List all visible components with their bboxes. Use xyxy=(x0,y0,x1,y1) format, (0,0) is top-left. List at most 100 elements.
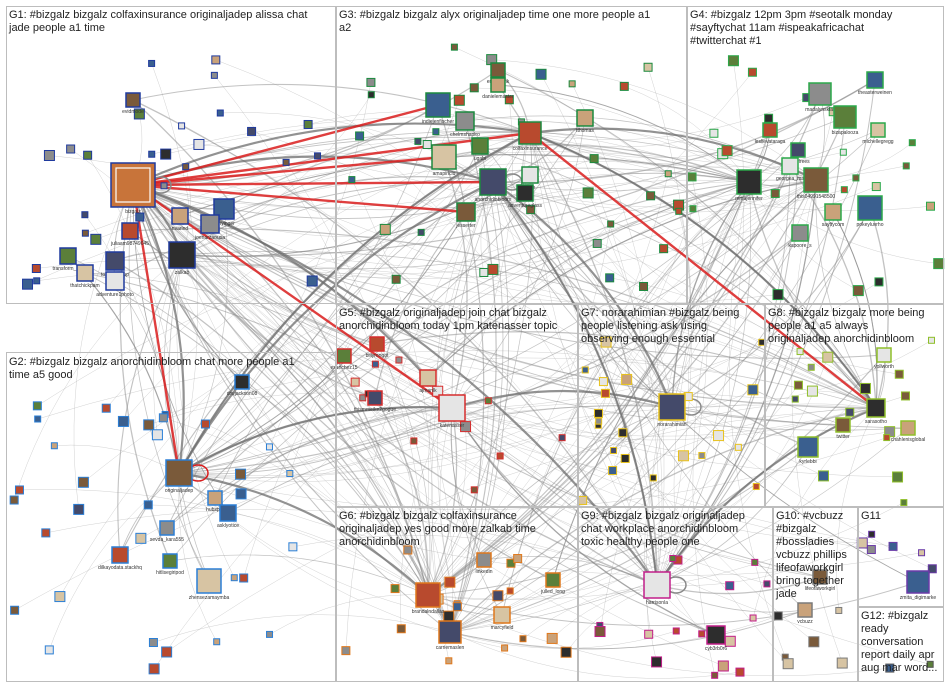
graph-node[interactable] xyxy=(734,443,742,451)
graph-node[interactable] xyxy=(9,495,19,505)
graph-node-hitlisegiripod[interactable]: hitlisegiripod xyxy=(156,553,184,576)
graph-node[interactable] xyxy=(143,419,155,431)
graph-node[interactable] xyxy=(200,419,210,429)
graph-node[interactable] xyxy=(782,658,794,670)
graph-node[interactable] xyxy=(817,470,829,482)
graph-node[interactable] xyxy=(422,140,432,150)
graph-node-katenasser[interactable]: katenasser xyxy=(438,394,466,429)
graph-node[interactable] xyxy=(101,403,111,413)
graph-node[interactable] xyxy=(43,149,55,161)
graph-node[interactable] xyxy=(677,450,689,462)
graph-node[interactable] xyxy=(927,336,935,344)
graph-node[interactable] xyxy=(926,660,934,668)
graph-node[interactable] xyxy=(432,128,440,136)
graph-node[interactable] xyxy=(148,638,158,648)
graph-node-twitter[interactable]: twitter xyxy=(835,417,851,440)
graph-node[interactable] xyxy=(727,55,739,67)
graph-node-mmajennifer[interactable]: mmajennifer xyxy=(735,169,763,202)
graph-node[interactable] xyxy=(371,360,379,368)
graph-node[interactable] xyxy=(607,220,615,228)
graph-node[interactable] xyxy=(868,530,876,538)
graph-node[interactable] xyxy=(892,471,904,483)
graph-node[interactable] xyxy=(452,602,462,612)
graph-node[interactable] xyxy=(379,223,391,235)
graph-node[interactable] xyxy=(764,113,774,123)
graph-node[interactable] xyxy=(453,94,465,106)
graph-node-bizgalz[interactable]: bizgalz xyxy=(110,162,156,215)
graph-node-thismmeike2gogue[interactable]: thismmeike2gogue xyxy=(354,390,396,413)
graph-node-evidmode[interactable]: evidmode xyxy=(122,92,144,115)
graph-node[interactable] xyxy=(417,228,425,236)
graph-node[interactable] xyxy=(822,351,834,363)
graph-node-cyb3rb0r6[interactable]: cyb3rb0r6 xyxy=(705,625,727,652)
graph-node[interactable] xyxy=(10,605,20,615)
graph-node[interactable] xyxy=(595,417,603,425)
graph-node[interactable] xyxy=(619,81,629,91)
graph-node-asklyotice[interactable]: asklyotice xyxy=(217,504,239,529)
graph-node[interactable] xyxy=(303,119,313,129)
graph-node[interactable] xyxy=(808,636,820,648)
graph-node-indiejenfischer[interactable]: indiejenfischer xyxy=(422,92,454,125)
graph-node[interactable] xyxy=(348,176,356,184)
graph-node-hubspot[interactable]: hubspot xyxy=(206,490,225,513)
graph-node[interactable] xyxy=(247,126,257,136)
graph-node[interactable] xyxy=(230,574,238,582)
graph-node[interactable] xyxy=(77,476,89,488)
graph-node[interactable] xyxy=(506,558,516,568)
graph-node-chahlenisglobal[interactable]: chahlenisglobal xyxy=(891,420,925,443)
graph-node[interactable] xyxy=(888,541,898,551)
graph-node[interactable] xyxy=(73,503,85,515)
graph-node-chelmshapiro[interactable]: chelmshapiro xyxy=(450,111,480,138)
graph-node[interactable] xyxy=(871,182,881,192)
graph-node-zanyinger[interactable]: zanyinger xyxy=(213,198,235,227)
graph-node-transform_gra[interactable]: transform_gra xyxy=(52,247,84,272)
graph-node[interactable] xyxy=(608,466,618,476)
graph-node[interactable] xyxy=(836,657,848,669)
graph-node[interactable] xyxy=(883,434,891,442)
graph-node[interactable] xyxy=(160,148,172,160)
graph-node[interactable] xyxy=(31,264,41,274)
graph-node[interactable] xyxy=(66,144,76,154)
graph-node[interactable] xyxy=(479,267,489,277)
graph-node[interactable] xyxy=(581,366,589,374)
graph-node[interactable] xyxy=(14,485,24,495)
graph-node[interactable] xyxy=(216,109,224,117)
graph-node[interactable] xyxy=(410,437,418,445)
graph-node[interactable] xyxy=(359,394,367,402)
graph-node[interactable] xyxy=(927,564,937,574)
graph-node[interactable] xyxy=(445,657,453,665)
graph-node[interactable] xyxy=(610,447,618,455)
graph-node[interactable] xyxy=(558,434,566,442)
graph-node-bizapalooza[interactable]: bizapalooza xyxy=(832,105,859,136)
graph-node[interactable] xyxy=(148,663,160,675)
graph-node[interactable] xyxy=(709,128,719,138)
graph-node[interactable] xyxy=(306,275,318,287)
graph-node[interactable] xyxy=(866,545,876,555)
graph-node[interactable] xyxy=(689,205,697,213)
graph-node[interactable] xyxy=(806,385,818,397)
graph-node[interactable] xyxy=(546,632,558,644)
graph-node[interactable] xyxy=(90,233,102,245)
graph-node[interactable] xyxy=(265,443,273,451)
graph-node[interactable] xyxy=(469,83,479,93)
graph-node-lifeofaworkgirl[interactable]: lifeofaworkgirl xyxy=(805,569,836,592)
graph-node-brandalndallas[interactable]: brandalndallas xyxy=(412,582,445,615)
graph-node[interactable] xyxy=(675,207,683,215)
graph-node-this04991548500[interactable]: this04991548500 xyxy=(797,167,836,200)
graph-node[interactable] xyxy=(900,499,908,507)
graph-node[interactable] xyxy=(725,581,735,591)
graph-node[interactable] xyxy=(34,415,42,423)
graph-node[interactable] xyxy=(32,401,42,411)
graph-node[interactable] xyxy=(852,285,864,297)
graph-node[interactable] xyxy=(239,573,249,583)
graph-node[interactable] xyxy=(796,348,804,356)
graph-node[interactable] xyxy=(592,238,602,248)
graph-node[interactable] xyxy=(852,174,860,182)
graph-node[interactable] xyxy=(835,606,843,614)
graph-node[interactable] xyxy=(395,356,403,364)
graph-node[interactable] xyxy=(751,558,759,566)
graph-node[interactable] xyxy=(470,486,478,494)
graph-node[interactable] xyxy=(235,488,247,500)
graph-node[interactable] xyxy=(266,630,274,638)
graph-node[interactable] xyxy=(698,630,706,638)
